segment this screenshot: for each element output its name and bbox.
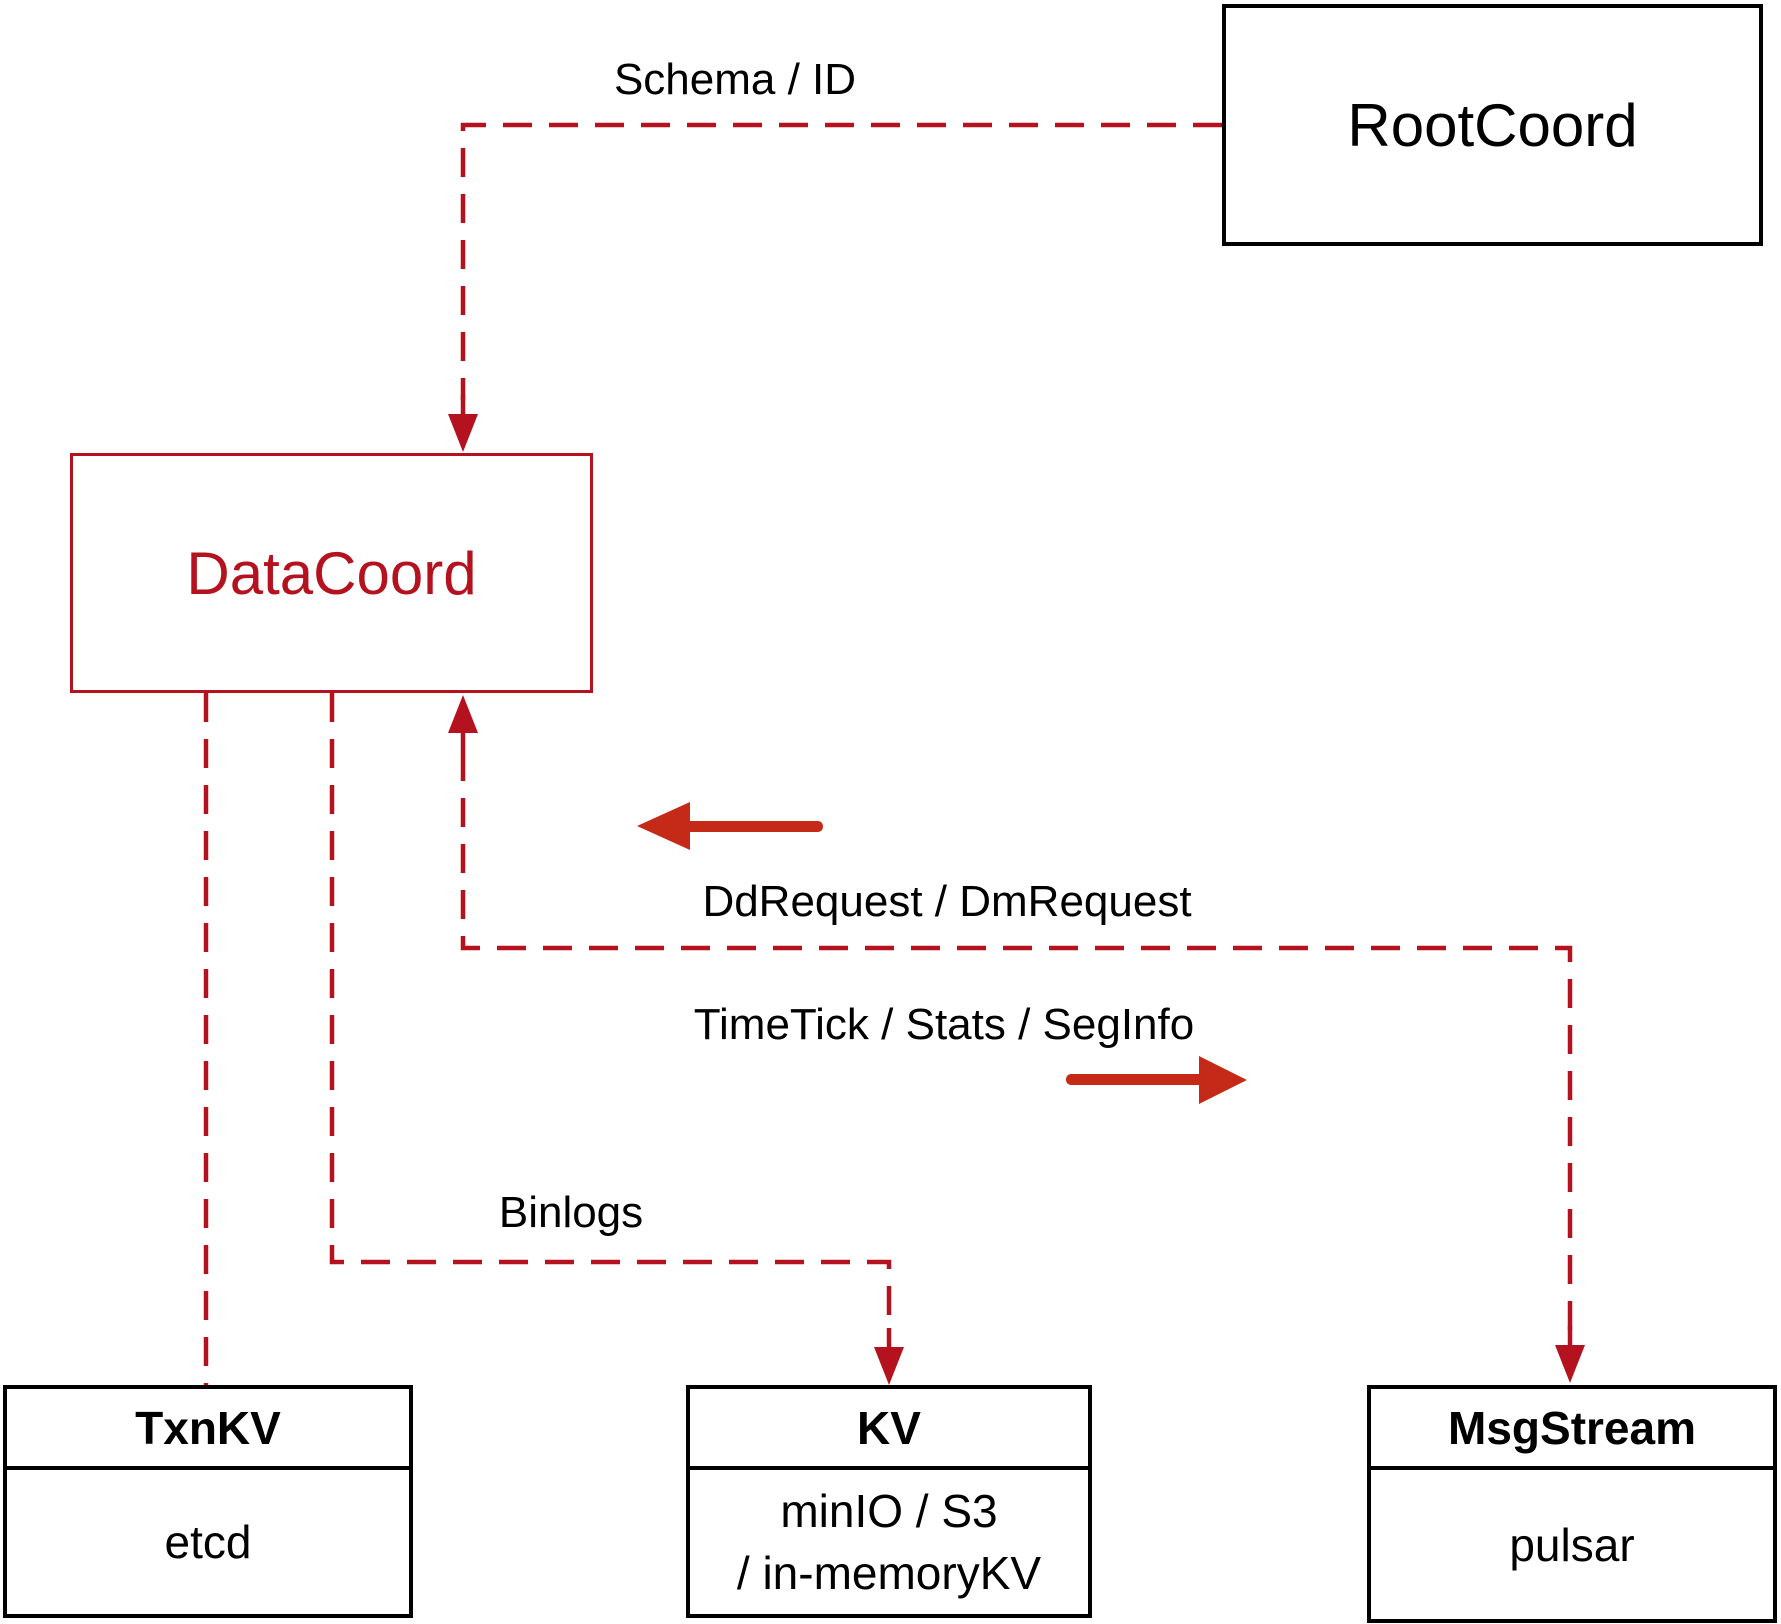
right-direction-arrow bbox=[1066, 1056, 1247, 1104]
node-txnkv-title: TxnKV bbox=[7, 1389, 409, 1470]
edge-rootcoord-to-datacoord bbox=[460, 122, 1222, 400]
edge-label-schema-id: Schema / ID bbox=[613, 55, 857, 104]
node-kv-body-line2: / in-memoryKV bbox=[736, 1547, 1042, 1599]
node-rootcoord: RootCoord bbox=[1222, 4, 1763, 246]
edge-label-binlogs: Binlogs bbox=[498, 1188, 644, 1237]
arrowhead-into-datacoord-bottom bbox=[448, 695, 478, 733]
node-datacoord: DataCoord bbox=[70, 453, 593, 693]
arrowhead-into-datacoord-top bbox=[448, 414, 478, 452]
left-direction-arrow bbox=[637, 802, 823, 850]
node-msgstream-title: MsgStream bbox=[1371, 1389, 1773, 1470]
node-kv: KV minIO / S3 / in-memoryKV bbox=[686, 1385, 1092, 1618]
node-datacoord-label: DataCoord bbox=[186, 539, 477, 607]
arrowhead-into-msgstream-top bbox=[1555, 1345, 1585, 1383]
arrowhead-into-kv-top bbox=[874, 1347, 904, 1385]
node-msgstream: MsgStream pulsar bbox=[1367, 1385, 1777, 1623]
node-kv-body-line1: minIO / S3 bbox=[780, 1485, 998, 1537]
edge-datacoord-to-kv bbox=[329, 693, 892, 1332]
node-txnkv: TxnKV etcd bbox=[3, 1385, 413, 1618]
edge-label-timetick: TimeTick / Stats / SegInfo bbox=[693, 1000, 1195, 1049]
node-msgstream-body: pulsar bbox=[1509, 1518, 1635, 1571]
node-kv-title: KV bbox=[690, 1389, 1088, 1470]
edge-label-ddrequest: DdRequest / DmRequest bbox=[702, 877, 1192, 926]
node-txnkv-body: etcd bbox=[164, 1516, 252, 1568]
edge-msgstream-to-datacoord bbox=[460, 752, 1573, 1330]
node-rootcoord-label: RootCoord bbox=[1347, 91, 1638, 159]
